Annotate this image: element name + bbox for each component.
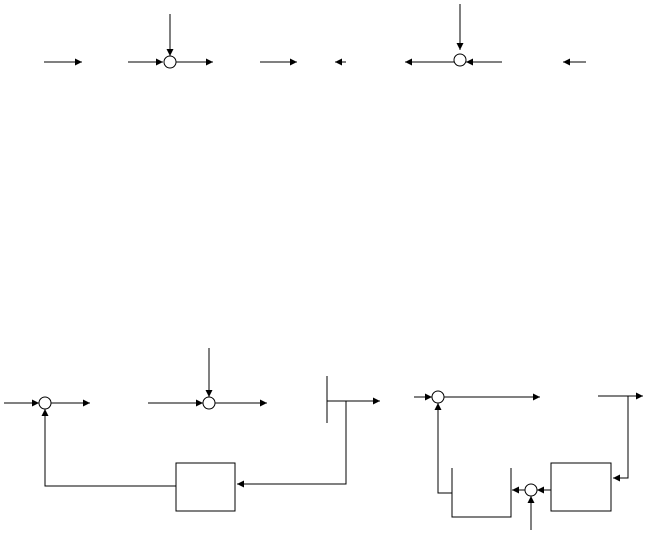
top-left-summing-chain xyxy=(44,14,346,69)
feedback-block-left xyxy=(451,468,512,518)
summing-junction-1 xyxy=(38,396,52,410)
feedback-return-arrow xyxy=(41,409,176,487)
bottom-right-feedback-loop xyxy=(414,390,643,530)
feedback-tap-arrow xyxy=(613,396,629,482)
feedback-tap-arrow xyxy=(237,401,347,488)
bottom-left-feedback-loop xyxy=(4,348,380,512)
summing-junction-2 xyxy=(202,396,216,410)
feedback-block xyxy=(175,462,236,512)
top-right-summing-chain xyxy=(405,4,586,67)
summing-junction xyxy=(453,53,467,67)
summing-junction-2 xyxy=(524,483,538,497)
feedback-return-arrow xyxy=(434,403,452,494)
summing-junction xyxy=(163,55,177,69)
summing-junction-1 xyxy=(431,390,445,404)
feedback-block-right xyxy=(550,462,612,512)
